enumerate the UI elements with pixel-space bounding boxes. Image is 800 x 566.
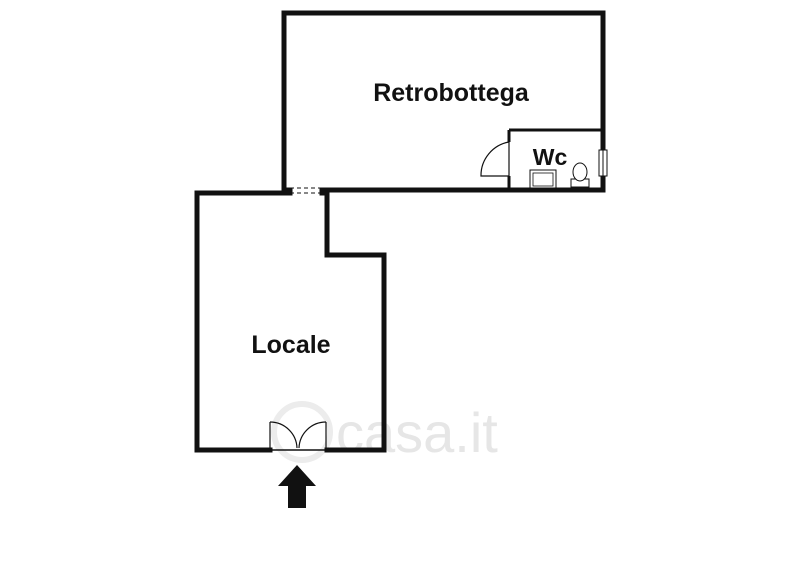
toilet-icon <box>570 162 590 188</box>
wc-window <box>598 149 608 177</box>
wc-door <box>480 141 510 177</box>
watermark: casa.it <box>271 401 498 464</box>
watermark-logo-icon <box>271 401 333 463</box>
watermark-text: casa.it <box>336 401 498 464</box>
retrobottega-walls <box>281 10 606 193</box>
washbasin-icon <box>529 169 557 189</box>
room-label-wc: Wc <box>533 144 568 170</box>
entrance-arrow-icon <box>278 465 316 508</box>
passage-opening <box>290 187 322 194</box>
room-label-retrobottega: Retrobottega <box>373 79 530 107</box>
locale-walls <box>194 190 387 453</box>
entrance-door <box>269 421 327 451</box>
room-label-locale: Locale <box>251 331 330 359</box>
wc-walls <box>507 128 603 190</box>
